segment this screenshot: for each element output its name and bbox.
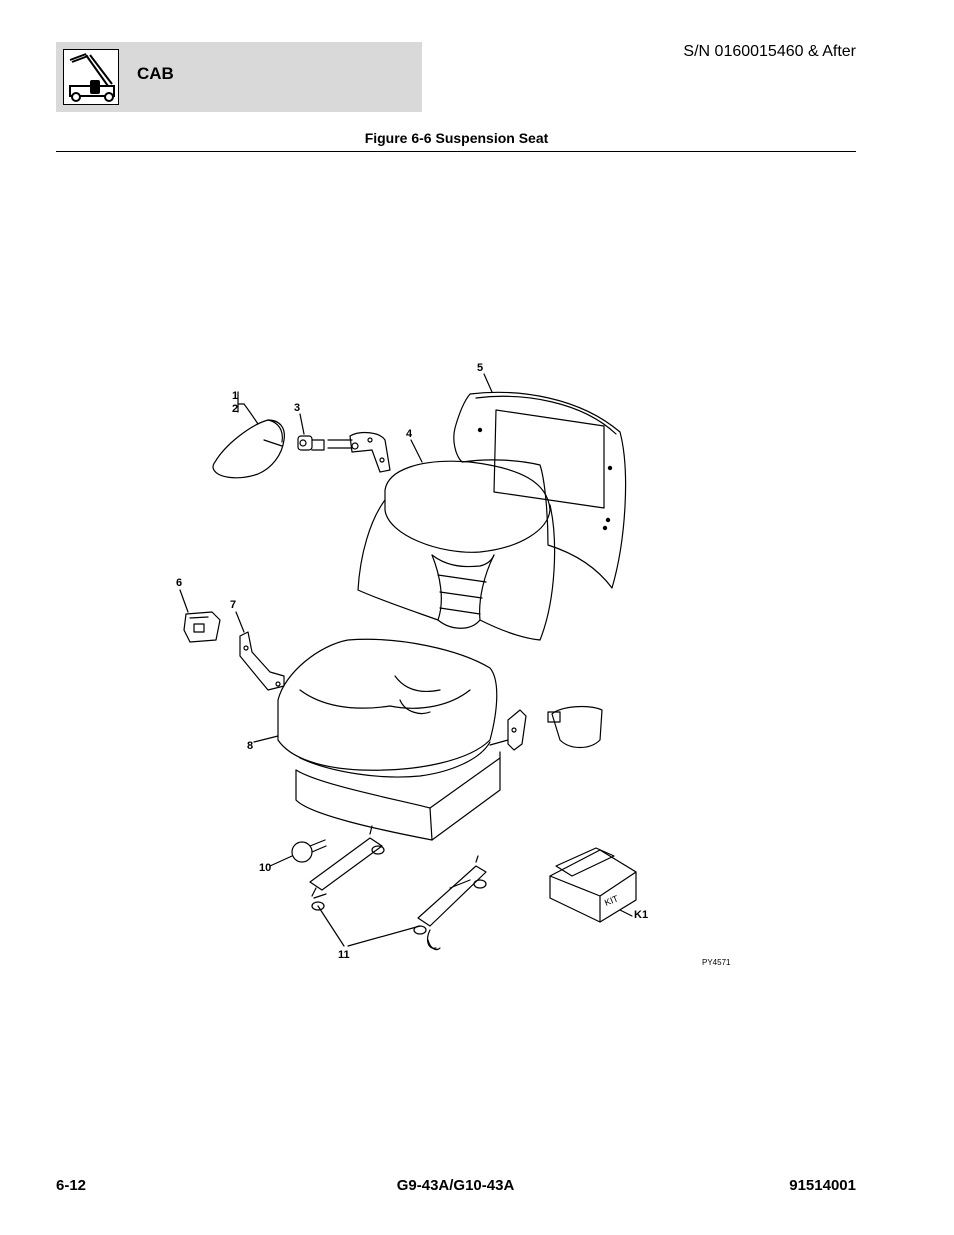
callout-4: 4	[406, 428, 413, 440]
figure-code: PY4571	[702, 958, 731, 967]
backrest	[357, 460, 556, 641]
figure-title: Figure 6-6 Suspension Seat	[364, 130, 549, 146]
seat-belt-buckle	[183, 611, 221, 643]
armrest	[212, 419, 285, 479]
kit-box-label: KIT	[603, 893, 620, 908]
section-header: CAB	[56, 42, 422, 112]
belt-receiver	[489, 705, 603, 751]
adjustment-knob	[291, 839, 327, 863]
machine-icon	[63, 49, 119, 105]
callout-1: 1	[232, 390, 238, 402]
callout-10: 10	[259, 862, 271, 874]
callout-5: 5	[477, 362, 483, 374]
seat-cushion	[277, 638, 498, 778]
leader-lines	[179, 373, 633, 947]
armrest-bracket	[327, 431, 391, 473]
seat-rail-left	[309, 825, 385, 911]
serial-number: S/N 0160015460 & After	[683, 43, 856, 60]
callout-6: 6	[176, 577, 182, 589]
callout-8: 8	[247, 740, 253, 752]
callout-7: 7	[230, 599, 236, 611]
section-title: CAB	[137, 64, 174, 83]
kit-box	[549, 847, 637, 923]
suspension-base	[295, 751, 501, 841]
header-divider	[56, 151, 856, 152]
seat-back-cover	[453, 391, 627, 589]
callout-11: 11	[338, 949, 350, 961]
part-number: 91514001	[789, 1177, 856, 1194]
page-number: 6-12	[56, 1177, 87, 1194]
callout-3: 3	[294, 402, 300, 414]
armrest-pivot	[297, 435, 325, 451]
belt-bracket	[239, 631, 285, 691]
callout-k1: K1	[634, 909, 648, 921]
model-number: G9-43A/G10-43A	[396, 1177, 515, 1194]
callout-2: 2	[232, 403, 238, 415]
seat-rail-right	[413, 855, 487, 951]
